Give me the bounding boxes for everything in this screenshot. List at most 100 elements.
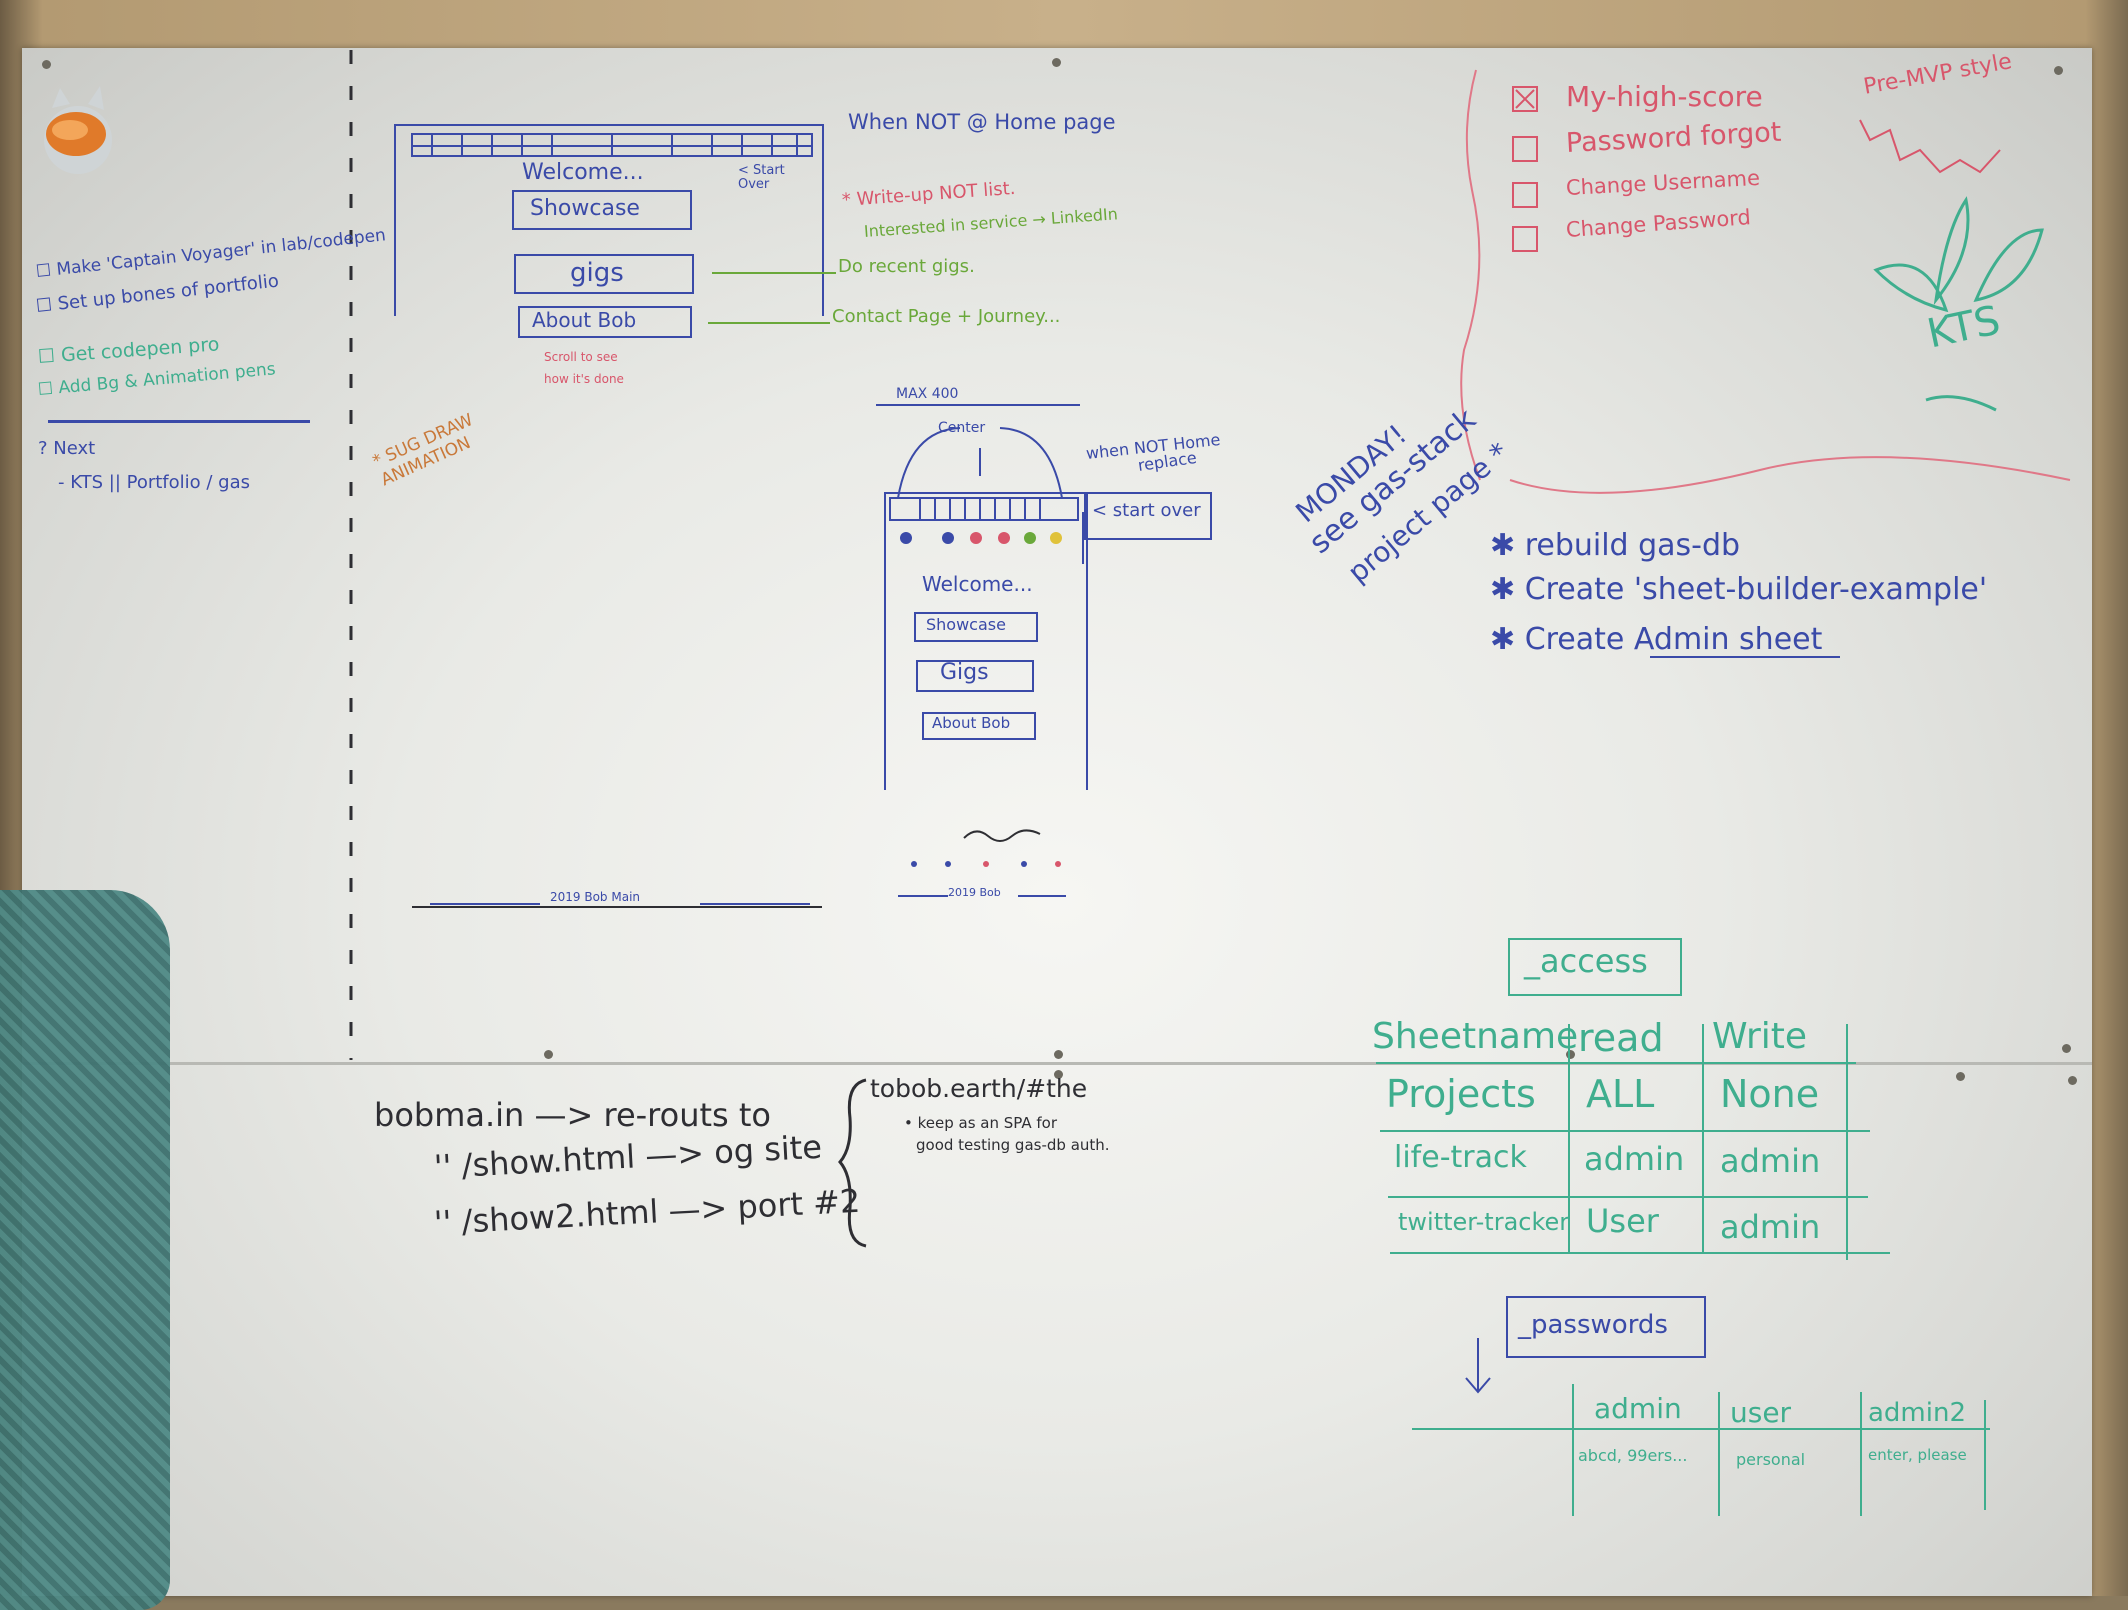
mobile-gigs: Gigs <box>940 660 989 685</box>
task-label: Create 'sheet-builder-example' <box>1524 572 1988 607</box>
rivet <box>1956 1072 1965 1081</box>
red-divider-curve <box>1460 69 2071 494</box>
towel <box>0 890 170 1610</box>
about-arrow-line <box>708 322 830 324</box>
access-row-line <box>1380 1130 1870 1132</box>
next-item: - KTS || Portfolio / gas <box>58 472 251 493</box>
kts-logo-icon <box>1873 196 2044 412</box>
pre-mvp-item-1: My-high-score <box>1566 80 1763 113</box>
pre-mvp-checkbox[interactable] <box>1512 136 1538 162</box>
mobile-footer-dash <box>898 895 948 897</box>
access-col-line <box>1568 1024 1570 1254</box>
mobile-color-dots <box>900 532 1062 544</box>
mobile-center-arc <box>897 427 1063 499</box>
access-cell: Projects <box>1386 1072 1536 1116</box>
access-cell: twitter-tracker <box>1398 1208 1570 1236</box>
gigs-arrow-note: Do recent gigs. <box>838 256 975 277</box>
mobile-footer: 2019 Bob <box>948 886 1001 899</box>
rivet <box>2054 66 2063 75</box>
mobile-max-line <box>876 404 1080 406</box>
access-cell: admin <box>1720 1142 1821 1180</box>
desktop-about-box <box>518 306 692 338</box>
whiteboard <box>22 48 2092 1596</box>
next-label: ? Next <box>38 438 96 459</box>
mobile-gigs-box <box>916 660 1034 692</box>
mobile-welcome: Welcome... <box>922 572 1033 596</box>
mobile-start-over: < start over <box>1092 500 1201 521</box>
pre-mvp-checkbox[interactable] <box>1512 226 1538 252</box>
access-title-box <box>1508 938 1682 996</box>
rivet <box>1566 1050 1575 1059</box>
scroll-note-2: how it's done <box>544 372 624 386</box>
passwords-title: _passwords <box>1518 1310 1668 1340</box>
mobile-footer-dots <box>911 861 1061 867</box>
desktop-showcase-box <box>512 190 692 230</box>
passwords-header-admin2: admin2 <box>1868 1398 1967 1428</box>
access-title: _access <box>1524 942 1648 980</box>
access-header-write: Write <box>1712 1016 1808 1057</box>
mobile-about-box <box>922 712 1036 740</box>
route-line-1: bobma.in —> re-routs to <box>374 1096 771 1134</box>
passwords-col-line <box>1572 1384 1574 1516</box>
passwords-value: abcd, 99ers... <box>1578 1446 1688 1465</box>
todo-underline <box>48 420 310 423</box>
scroll-note: Scroll to see <box>544 350 618 364</box>
mobile-center: Center <box>938 420 986 436</box>
desktop-about: About Bob <box>532 308 637 332</box>
desktop-start-over: < Start Over <box>738 163 785 192</box>
access-col-line <box>1846 1024 1848 1260</box>
board-seam <box>22 1062 2092 1065</box>
pre-mvp-checkbox-checked[interactable] <box>1512 86 1538 112</box>
passwords-header-admin: admin <box>1594 1392 1682 1425</box>
passwords-col-line <box>1718 1392 1720 1516</box>
desktop-showcase: Showcase <box>530 196 640 221</box>
rivet <box>2068 1076 2077 1085</box>
access-header-line <box>1376 1062 1856 1064</box>
passwords-value: enter, please <box>1868 1446 1967 1464</box>
desktop-wireframe <box>394 124 824 316</box>
rivet <box>1052 58 1061 67</box>
task-label: Create Admin sheet <box>1524 622 1823 657</box>
access-cell: ALL <box>1586 1072 1655 1116</box>
passwords-header-user: user <box>1730 1396 1792 1429</box>
passwords-title-box <box>1506 1296 1706 1358</box>
gigs-arrow-line <box>712 272 836 274</box>
rivet <box>42 60 51 69</box>
passwords-value: personal <box>1736 1450 1806 1469</box>
brace-note-1: tobob.earth/#the <box>870 1074 1088 1103</box>
mobile-about: About Bob <box>932 714 1011 732</box>
monday-task-2: ✱ Create 'sheet-builder-example' <box>1490 572 1988 607</box>
about-arrow-note: Contact Page + Journey... <box>832 306 1061 327</box>
footer-dash <box>700 903 810 905</box>
brace-note-2: • keep as an SPA for <box>904 1114 1058 1132</box>
access-cell: None <box>1720 1072 1820 1116</box>
pre-mvp-checkbox[interactable] <box>1512 182 1538 208</box>
monday-task-3: ✱ Create Admin sheet <box>1490 622 1823 657</box>
desktop-nav-bar <box>411 133 813 157</box>
mobile-squiggle <box>963 829 1041 842</box>
access-cell: life-track <box>1394 1140 1527 1175</box>
zigzag-mark <box>1859 119 2001 174</box>
access-row-line <box>1388 1196 1868 1198</box>
mobile-showcase: Showcase <box>926 615 1006 634</box>
monday-task-1: ✱ rebuild gas-db <box>1490 528 1741 563</box>
access-cell: User <box>1586 1202 1659 1240</box>
access-cell: admin <box>1720 1208 1821 1246</box>
access-row-line <box>1390 1252 1890 1254</box>
task-label: rebuild gas-db <box>1524 528 1741 563</box>
access-col-line <box>1702 1024 1704 1254</box>
rivet <box>2062 1044 2071 1053</box>
access-cell: admin <box>1584 1140 1685 1178</box>
desktop-gigs-box <box>514 254 694 294</box>
brace-note-3: good testing gas-db auth. <box>916 1136 1110 1154</box>
passwords-col-line <box>1860 1392 1862 1516</box>
down-arrow-icon <box>1465 1338 1491 1394</box>
desktop-welcome: Welcome... <box>522 160 644 185</box>
mobile-showcase-box <box>914 612 1038 642</box>
dashed-divider <box>349 50 353 1060</box>
rivet <box>544 1050 553 1059</box>
mobile-max: MAX 400 <box>896 386 959 402</box>
admin-sheet-underline <box>1650 656 1840 658</box>
bracket-line <box>1082 512 1084 564</box>
mobile-wireframe <box>884 492 1088 790</box>
